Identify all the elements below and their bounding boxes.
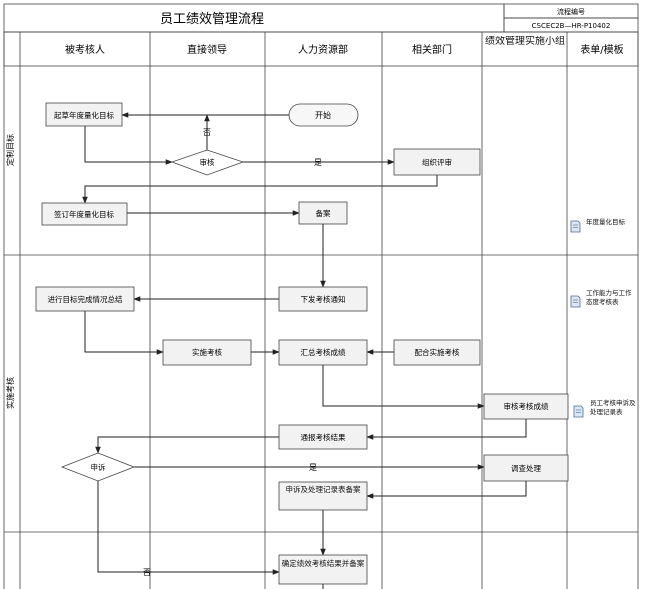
node-collect bbox=[278, 339, 368, 366]
lane-header-hr: 人力资源部 bbox=[298, 43, 348, 56]
node-cooperate bbox=[393, 339, 481, 366]
node-implement-label: 实施考核 bbox=[192, 347, 222, 357]
node-notify bbox=[278, 424, 368, 450]
node-summary bbox=[35, 286, 135, 312]
node-organize-review-label: 组织评审 bbox=[422, 157, 452, 167]
lane-header-performance-team: 绩效管理实施小组 bbox=[485, 36, 565, 47]
node-appeal-decision bbox=[60, 452, 136, 482]
lane-header-related-dept: 相关部门 bbox=[412, 43, 452, 56]
node-issue-notice bbox=[278, 286, 368, 312]
node-summary-label: 进行目标完成情况总结 bbox=[48, 294, 123, 304]
node-review-label: 审核 bbox=[200, 157, 215, 167]
node-appeal-label: 申诉 bbox=[91, 462, 106, 472]
edge-label-review-yes: 是 bbox=[314, 158, 322, 167]
node-investigate bbox=[483, 454, 569, 482]
lane-header-assessee: 被考核人 bbox=[65, 43, 105, 56]
node-audit bbox=[483, 393, 569, 420]
node-cooperate-label: 配合实施考核 bbox=[415, 347, 460, 357]
edge-label-appeal-no: 否 bbox=[143, 568, 151, 577]
node-organize-review bbox=[393, 148, 481, 176]
node-start bbox=[288, 103, 359, 127]
node-start-label: 开始 bbox=[315, 110, 331, 120]
node-issue-notice-label: 下发考核通知 bbox=[301, 294, 346, 304]
node-draft-goal-label: 起草年度量化目标 bbox=[54, 110, 114, 120]
node-investigate-label: 调查处理 bbox=[511, 463, 541, 473]
node-sign-goal-label: 签订年度量化目标 bbox=[54, 209, 114, 219]
code-value: CSCEC2B—HR-P10402 bbox=[532, 22, 611, 30]
form-annual-goal: 年度量化目标 bbox=[586, 218, 625, 226]
page-title: 员工绩效管理流程 bbox=[160, 12, 264, 27]
node-record-label: 备案 bbox=[316, 208, 331, 218]
node-sign-goal bbox=[41, 202, 128, 226]
node-record bbox=[298, 201, 348, 225]
node-appeal-record bbox=[278, 481, 368, 511]
node-review-decision bbox=[170, 149, 245, 176]
node-notify-label: 通报考核结果 bbox=[301, 432, 346, 442]
phase-label-goal-setting: 定制目标 bbox=[5, 134, 15, 166]
node-confirm bbox=[278, 554, 368, 585]
document-icon bbox=[570, 220, 581, 233]
document-icon bbox=[570, 295, 581, 308]
edge-label-appeal-yes: 是 bbox=[309, 463, 317, 472]
node-confirm-label: 确定绩效考核结果并备案 bbox=[281, 559, 365, 568]
node-implement bbox=[162, 339, 252, 366]
node-draft-goal bbox=[45, 102, 123, 127]
node-audit-label: 审核考核成绩 bbox=[504, 401, 549, 411]
node-collect-label: 汇总考核成绩 bbox=[301, 347, 346, 357]
lane-header-direct-leader: 直接领导 bbox=[187, 43, 227, 56]
node-appeal-record-label: 申诉及处理记录表备案 bbox=[285, 485, 361, 494]
edge-label-review-no: 否 bbox=[203, 128, 211, 137]
code-label: 流程编号 bbox=[557, 7, 585, 16]
document-icon bbox=[573, 405, 584, 418]
lane-header-forms: 表单/模板 bbox=[580, 43, 623, 56]
form-ability-attitude: 工作能力与工作态度考核表 bbox=[586, 289, 632, 306]
form-appeal-record: 员工考核申诉及处理记录表 bbox=[590, 399, 636, 416]
phase-label-implementation: 实施考核 bbox=[5, 377, 15, 409]
